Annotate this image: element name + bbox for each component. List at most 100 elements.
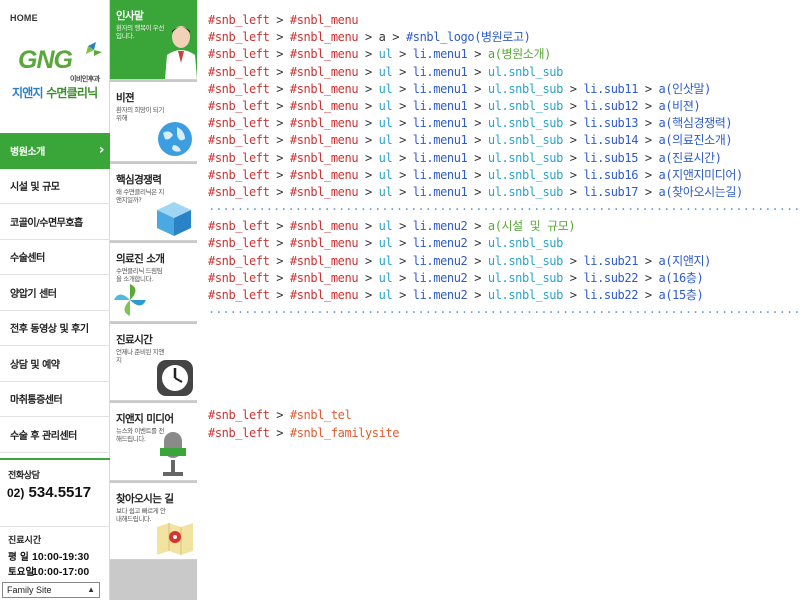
sub-item-greeting[interactable]: 인사말 환자의 행복이 우선입니다. (110, 0, 197, 80)
code-token: #snb_left (208, 150, 270, 165)
code-token: #snbl_familysite (289, 425, 400, 440)
code-token: > (638, 288, 659, 302)
code-token: > (467, 167, 488, 182)
menu-item-cpap-center[interactable]: 양압기 센터 (0, 275, 110, 311)
code-token: ul (378, 81, 393, 96)
menu-item-pain-center[interactable]: 마취통증센터 (0, 382, 110, 417)
code-token: #snb_left (208, 116, 270, 131)
code-token: ul (378, 288, 393, 302)
menu-item-label: 수술 후 관리센터 (10, 430, 77, 442)
code-line: #snb_left > #snbl_menu > ul > li.menu1 >… (208, 150, 798, 167)
code-token: a(16층) (658, 270, 704, 285)
menu-item-label: 병원소개 (10, 146, 45, 158)
home-link[interactable]: HOME (10, 13, 38, 23)
code-token: > (269, 30, 290, 45)
code-token: #snb_left (208, 253, 270, 268)
family-site-select[interactable]: Family Site ▲ (2, 582, 100, 598)
tel-number[interactable]: 02) 534.5517 (7, 484, 91, 501)
code-token: #snb_left (208, 184, 270, 199)
menu-item-aftercare[interactable]: 수술 후 관리센터 (0, 417, 110, 453)
code-token: li.menu2 (412, 219, 468, 234)
code-token: #snbl_menu (289, 236, 359, 251)
code-token: li.menu2 (412, 236, 468, 251)
code-token: #snb_left (208, 47, 270, 62)
code-line: #snb_left > #snbl_menu (208, 12, 798, 29)
code-token: #snbl_menu (289, 184, 359, 199)
code-token: li.sub12 (583, 98, 639, 113)
code-token: > (269, 288, 290, 302)
code-token: > (269, 64, 290, 79)
code-token: ul.snbl_sub (487, 236, 563, 251)
code-token: #snb_left (208, 270, 270, 285)
code-line (208, 339, 798, 356)
code-token: li.sub16 (583, 167, 639, 182)
sub-item-doctors[interactable]: 의료진 소개 수면클리닉 드림팀을 소개합니다. (110, 243, 197, 322)
hospital-logo[interactable]: GNG 이비인후과 지앤지 수면클리닉 (4, 36, 106, 106)
tel-block: 전화상담 02) 534.5517 (0, 458, 110, 526)
code-token: > (638, 133, 659, 148)
code-token: > (358, 236, 379, 251)
code-token: ul.snbl_sub (487, 81, 563, 96)
code-token: #snb_left (208, 288, 270, 302)
pinwheel-logo-icon (86, 42, 102, 56)
code-token: #snb_left (208, 408, 270, 423)
code-token: > (562, 133, 584, 148)
code-token: > (392, 270, 413, 285)
code-line: #snb_left > #snbl_menu > ul > li.menu2 >… (208, 287, 798, 304)
code-token: li.menu1 (412, 81, 468, 96)
code-token: a(비젼) (658, 98, 701, 113)
code-token: > (392, 253, 413, 268)
code-token: > (467, 98, 488, 113)
code-token: #snb_left (208, 219, 270, 234)
menu-item-videos-reviews[interactable]: 전후 동영상 및 후기 (0, 311, 110, 346)
sub-item-competence[interactable]: 핵심경쟁력 왜 수면클리닉은 지앤지일까? (110, 164, 197, 241)
code-token: #snb_left (208, 13, 270, 27)
code-token: > (269, 236, 290, 251)
sub-item-desc: 수면클리닉 드림팀을 소개합니다. (116, 267, 163, 283)
code-token: li.menu1 (412, 116, 468, 131)
code-token: > (358, 64, 379, 79)
code-token: #snbl_menu (289, 47, 359, 62)
code-token: #snbl_tel (289, 408, 352, 423)
menu-item-surgery-center[interactable]: 수술센터 (0, 240, 110, 275)
snb-left-menu: HOME GNG 이비인후과 지앤지 수면클리닉 병원소개 › 시설 및 규모 … (0, 0, 110, 600)
code-token: a(15층) (658, 288, 704, 302)
code-token: a(인삿말) (658, 81, 712, 96)
code-token: li.menu1 (412, 47, 468, 62)
logo-subtitle: 이비인후과 (70, 75, 100, 83)
sub-item-vision[interactable]: 비젼 환자의 희망이 되기위해 (110, 82, 197, 162)
code-line (208, 390, 798, 407)
menu-item-hospital-intro[interactable]: 병원소개 › (0, 133, 110, 169)
code-token: #snbl_menu (289, 13, 359, 27)
code-token: li.sub11 (583, 81, 639, 96)
main-menu-list: 병원소개 › 시설 및 규모 코골이/수면무호흡 수술센터 양압기 센터 전후 … (0, 133, 110, 453)
chevron-right-icon: › (98, 142, 105, 158)
sub-item-desc: 보다 쉽고 빠르게 안내해드립니다. (116, 507, 166, 523)
code-token: > (392, 98, 413, 113)
sub-item-location[interactable]: 찾아오시는 길 보다 쉽고 빠르게 안내해드립니다. (110, 483, 197, 560)
code-token: > (392, 81, 413, 96)
menu-item-facilities[interactable]: 시설 및 규모 (0, 169, 110, 204)
code-token: ul (378, 270, 393, 285)
code-token: li.sub13 (583, 116, 639, 131)
sub-item-desc: 환자의 행복이 우선입니다. (116, 24, 164, 40)
menu-item-snoring[interactable]: 코골이/수면무호흡 (0, 204, 110, 240)
sub-item-title: 지앤지 미디어 (116, 413, 174, 425)
menu-item-consult-booking[interactable]: 상담 및 예약 (0, 346, 110, 382)
sub-item-hours[interactable]: 진료시간 언제나 준비된 지앤지 (110, 324, 197, 401)
code-token: ul (378, 133, 393, 148)
tel-label: 전화상담 (8, 471, 40, 481)
menu-item-label: 전후 동영상 및 후기 (10, 324, 89, 336)
sub-item-media[interactable]: 지앤지 미디어 뉴스와 이벤트를 전해드립니다. (110, 403, 197, 481)
code-token: > (467, 81, 488, 96)
code-token: > (358, 47, 379, 62)
code-token: > (562, 270, 584, 285)
code-token: > (392, 184, 413, 199)
code-token: a(핵심경쟁력) (658, 116, 733, 131)
code-token: > (638, 270, 659, 285)
globe-icon (158, 122, 192, 156)
code-token: > (638, 184, 659, 199)
hours-weekday-time: 10:00-19:30 (32, 551, 90, 563)
code-token: > (358, 30, 379, 45)
